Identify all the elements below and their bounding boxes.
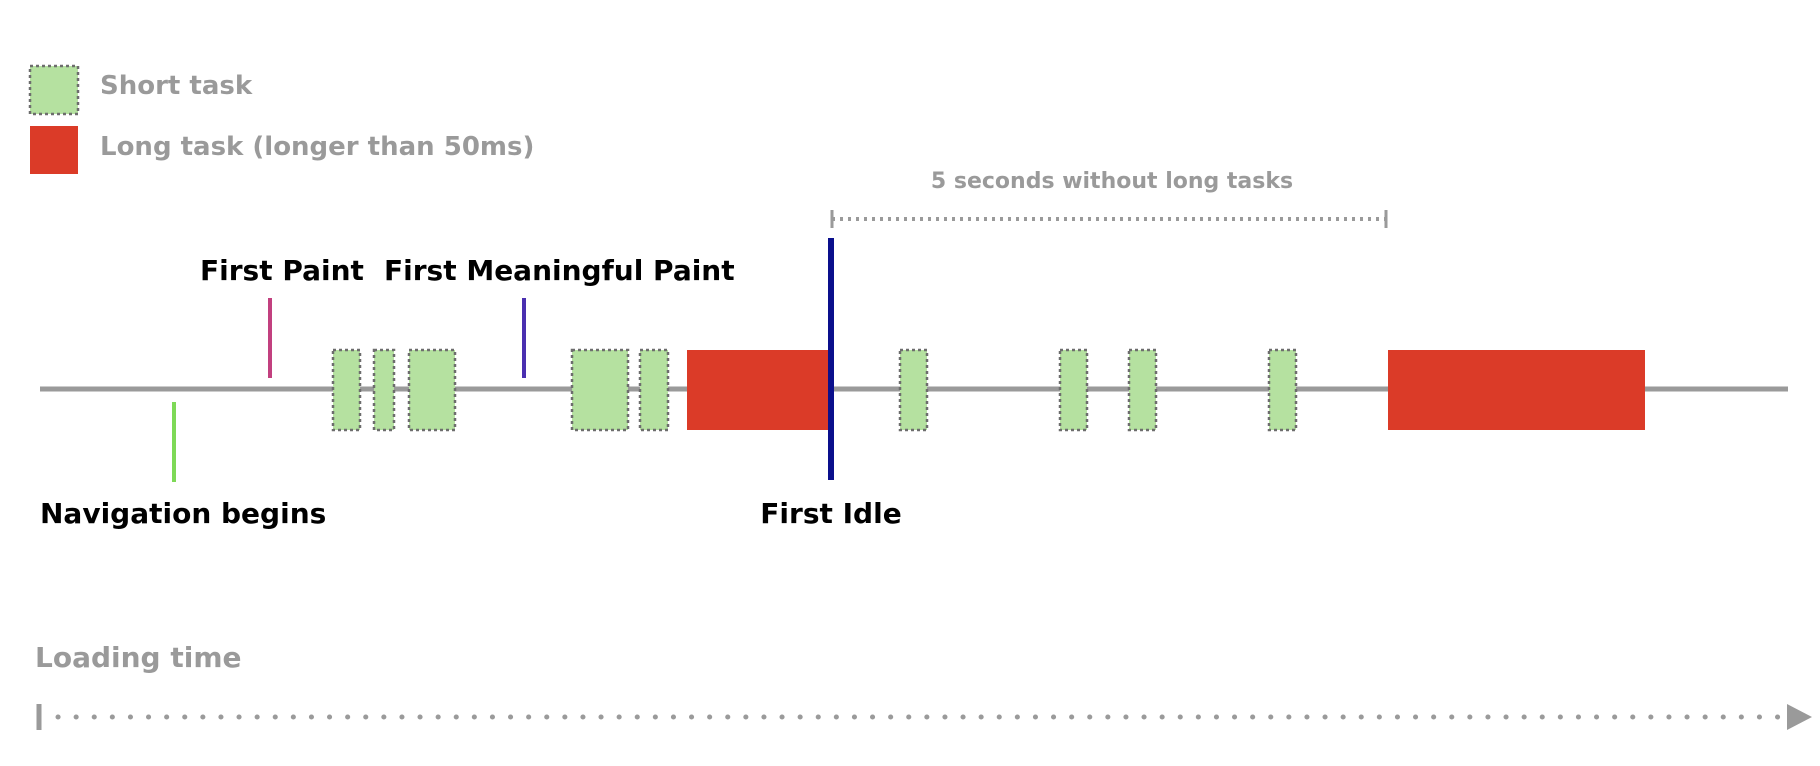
short-task bbox=[1127, 348, 1158, 432]
legend-long-task-swatch bbox=[30, 126, 78, 174]
short-task bbox=[372, 348, 396, 432]
long-task bbox=[687, 350, 831, 430]
short-task bbox=[331, 348, 362, 432]
short-task bbox=[570, 348, 630, 432]
first-paint-label: First Paint bbox=[200, 254, 364, 287]
navigation-begins-label: Navigation begins bbox=[40, 497, 326, 530]
short-task bbox=[407, 348, 457, 432]
short-task bbox=[1058, 348, 1089, 432]
first-idle-label: First Idle bbox=[760, 497, 901, 530]
first-meaningful-paint-label: First Meaningful Paint bbox=[384, 254, 735, 287]
short-task bbox=[638, 348, 670, 432]
legend-short-task-label: Short task bbox=[100, 71, 253, 101]
legend-long-task-label: Long task (longer than 50ms) bbox=[100, 132, 534, 162]
short-task bbox=[898, 348, 929, 432]
loading-time-arrow-icon bbox=[1787, 704, 1812, 730]
short-task bbox=[1267, 348, 1298, 432]
legend-short-task-swatch bbox=[28, 64, 80, 116]
loading-time-label: Loading time bbox=[35, 641, 242, 674]
long-task bbox=[1388, 350, 1645, 430]
quiet-window-label: 5 seconds without long tasks bbox=[931, 169, 1293, 194]
